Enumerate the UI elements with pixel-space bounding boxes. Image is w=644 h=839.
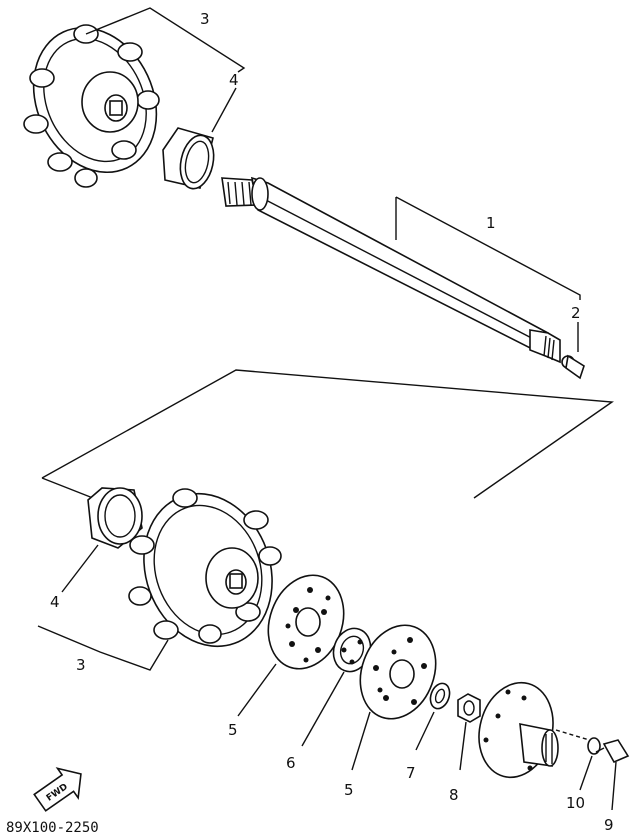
- callout-1: 1: [486, 214, 496, 232]
- callout-8: 8: [449, 786, 459, 804]
- bolt-part-9: [595, 739, 630, 764]
- callout-4-bottom: 4: [50, 593, 60, 611]
- callout-3-top: 3: [200, 10, 210, 28]
- assembly-bracket: [41, 369, 614, 501]
- flange-plate-right: [359, 624, 437, 720]
- collar-upper: [162, 127, 215, 190]
- leader-part-10: [579, 755, 593, 791]
- callout-9: 9: [604, 816, 614, 834]
- leader-part-9: [611, 761, 617, 811]
- callout-5-left: 5: [228, 721, 238, 739]
- pin-part-2: [561, 322, 585, 380]
- leader-part-8: [459, 721, 467, 771]
- leader-part-4-bottom: [61, 544, 99, 593]
- leader-part-7: [415, 711, 435, 751]
- callout-2: 2: [571, 304, 581, 322]
- callout-4-top: 4: [229, 71, 239, 89]
- callout-10: 10: [566, 794, 585, 812]
- leader-part-5-left: [237, 663, 277, 717]
- hub-flange: [478, 681, 559, 779]
- fwd-arrow-icon: FWD: [33, 767, 82, 812]
- drive-shaft: [221, 176, 561, 364]
- nut-part-8: [457, 693, 481, 723]
- leader-part-3-bottom: [37, 625, 169, 671]
- collar-lower: [87, 487, 143, 549]
- diagram-code: 89X100-2250: [6, 820, 99, 836]
- callout-3-bottom: 3: [76, 656, 86, 674]
- flange-plate-left: [267, 574, 345, 670]
- callout-7: 7: [406, 764, 416, 782]
- leader-part-5-right: [351, 711, 371, 771]
- sprocket-upper: [23, 24, 160, 188]
- washer-part-7: [429, 682, 451, 710]
- callout-5-right: 5: [344, 781, 354, 799]
- leader-part-3-top: [85, 7, 246, 73]
- leader-part-1: [395, 196, 581, 300]
- callout-6: 6: [286, 754, 296, 772]
- leader-part-6: [301, 671, 345, 747]
- sprocket-lower: [128, 488, 282, 648]
- leader-part-4-top: [211, 87, 237, 133]
- washer-part-10: [587, 737, 601, 755]
